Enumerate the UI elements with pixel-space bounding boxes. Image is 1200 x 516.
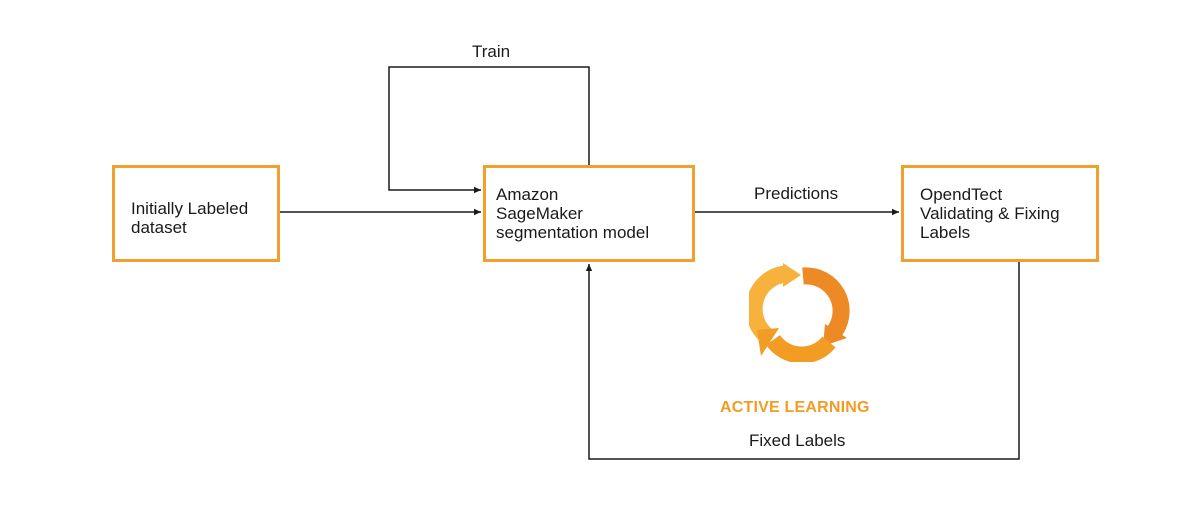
model-node (483, 165, 695, 262)
review-node (901, 165, 1099, 262)
fixed-labels-label: Fixed Labels (749, 431, 846, 450)
predictions-label: Predictions (754, 184, 839, 203)
active-learning-badge: ACTIVE LEARNING (720, 399, 870, 416)
train-loop-edge (388, 66, 590, 194)
refresh-cycle-icon (749, 263, 850, 362)
dataset-node-label: Initially Labeled dataset (131, 199, 249, 237)
model-node-label: Amazon SageMaker segmentation model (496, 185, 650, 242)
train-label: Train (472, 42, 511, 61)
review-node-label: OpendTect Validating & Fixing Labels (920, 185, 1060, 242)
fixed-labels-edge (585, 261, 1020, 460)
dataset-node (112, 165, 280, 262)
